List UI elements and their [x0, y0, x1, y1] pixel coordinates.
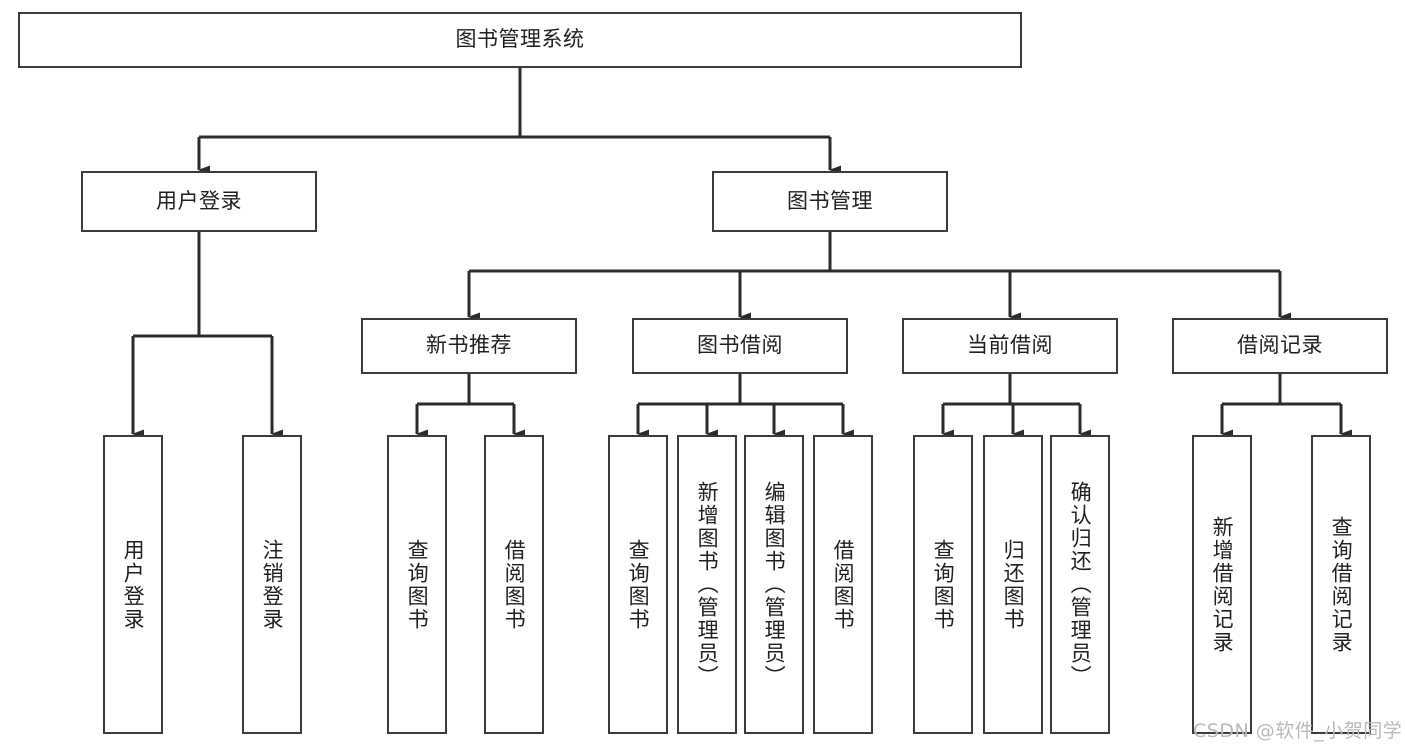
- node-leaf-11[interactable]: 确认归还（管理员）: [1050, 435, 1110, 734]
- node-label: 归还图书: [1001, 538, 1026, 631]
- node-leaf-12[interactable]: 新增借阅记录: [1192, 435, 1252, 734]
- node-label: 新书推荐: [426, 333, 512, 358]
- node-leaf-1[interactable]: 用户登录: [103, 435, 163, 734]
- node-label: 查询图书: [626, 538, 651, 631]
- node-root[interactable]: 图书管理系统: [18, 12, 1022, 68]
- node-leaf-10[interactable]: 归还图书: [983, 435, 1043, 734]
- node-label: 借阅记录: [1237, 333, 1323, 358]
- node-borrow[interactable]: 图书借阅: [632, 318, 848, 374]
- node-leaf-13[interactable]: 查询借阅记录: [1311, 435, 1371, 734]
- node-label: 借阅图书: [502, 538, 527, 631]
- node-label: 注销登录: [260, 538, 285, 631]
- node-leaf-7[interactable]: 编辑图书（管理员）: [744, 435, 804, 734]
- node-login[interactable]: 用户登录: [81, 171, 317, 232]
- node-label: 图书管理: [787, 188, 873, 213]
- node-leaf-6[interactable]: 新增图书（管理员）: [677, 435, 737, 734]
- node-label: 用户登录: [156, 188, 242, 213]
- node-label: 新增图书（管理员）: [695, 481, 720, 688]
- node-current[interactable]: 当前借阅: [902, 318, 1118, 374]
- node-label: 图书管理系统: [455, 27, 585, 52]
- node-newrec[interactable]: 新书推荐: [361, 318, 577, 374]
- node-leaf-5[interactable]: 查询图书: [608, 435, 668, 734]
- node-label: 编辑图书（管理员）: [762, 481, 787, 688]
- node-label: 确认归还（管理员）: [1068, 481, 1093, 688]
- node-label: 新增借阅记录: [1210, 515, 1235, 654]
- node-bookmgmt[interactable]: 图书管理: [712, 171, 948, 232]
- node-leaf-4[interactable]: 借阅图书: [484, 435, 544, 734]
- node-records[interactable]: 借阅记录: [1172, 318, 1388, 374]
- node-label: 当前借阅: [967, 333, 1053, 358]
- node-label: 查询借阅记录: [1329, 515, 1354, 654]
- node-label: 查询图书: [931, 538, 956, 631]
- node-leaf-3[interactable]: 查询图书: [387, 435, 447, 734]
- node-label: 用户登录: [121, 538, 146, 631]
- node-leaf-9[interactable]: 查询图书: [913, 435, 973, 734]
- node-label: 图书借阅: [697, 333, 783, 358]
- csdn-watermark: CSDN @软件_小贺同学: [1193, 720, 1403, 742]
- node-leaf-8[interactable]: 借阅图书: [813, 435, 873, 734]
- node-leaf-2[interactable]: 注销登录: [242, 435, 302, 734]
- node-label: 查询图书: [405, 538, 430, 631]
- node-label: 借阅图书: [831, 538, 856, 631]
